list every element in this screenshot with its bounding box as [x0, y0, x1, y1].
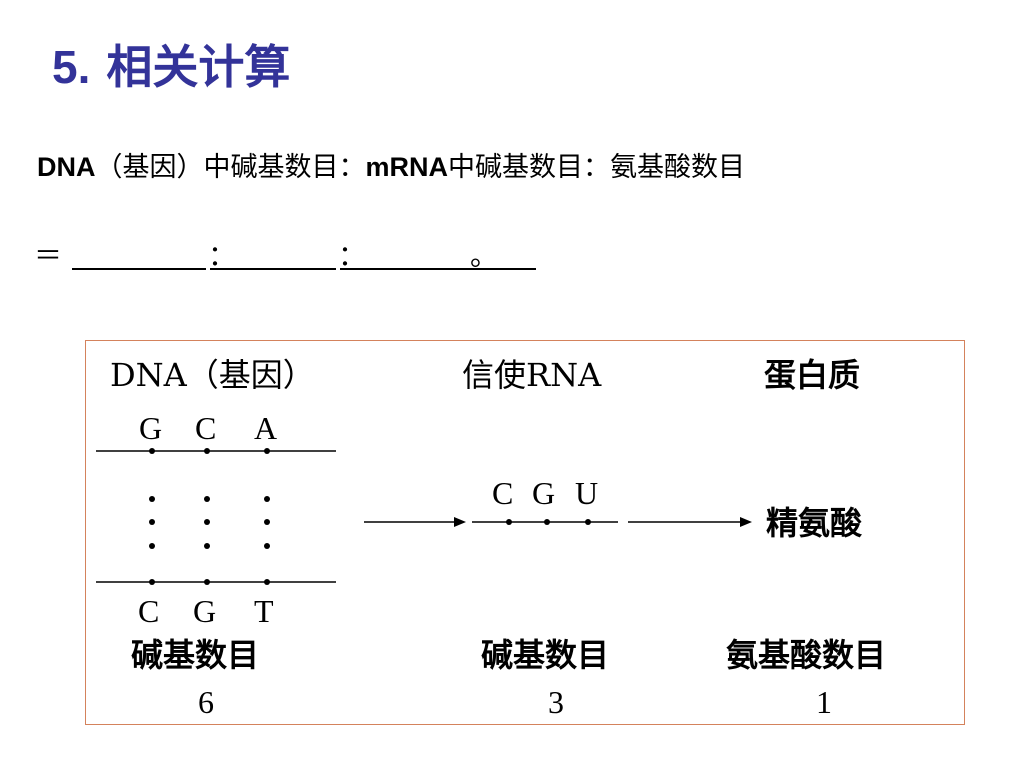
- dna-bottom-base-3: T: [254, 593, 274, 629]
- hydrogen-bond-dots: [149, 496, 270, 549]
- header-protein: 蛋白质: [764, 356, 860, 394]
- equals-sign: ＝: [34, 239, 63, 272]
- dna-top-dot-3: [264, 448, 270, 454]
- statement-dna: DNA: [37, 152, 96, 182]
- answer-blank-2[interactable]: [210, 268, 336, 270]
- answer-blank-3-tail: [500, 268, 536, 270]
- dna-bottom-base-1: C: [138, 593, 159, 629]
- title-number: 5.: [52, 41, 91, 93]
- statement-gene: （基因）中碱基数目：: [95, 152, 366, 183]
- statement-mrna-rest: 中碱基数目：氨基酸数目: [448, 152, 746, 183]
- mrna-count-value: 3: [548, 684, 564, 720]
- arrow-translation-icon: [740, 517, 752, 527]
- answer-blank-3[interactable]: [340, 268, 502, 270]
- dna-bottom-dot-1: [149, 579, 155, 585]
- mrna-base-1: C: [492, 475, 513, 511]
- mrna-base-3: U: [575, 475, 598, 511]
- colon-1: ：: [208, 239, 237, 272]
- figure-canvas: DNA（基因） 信使RNA 蛋白质 G C A C G T C G: [96, 356, 886, 720]
- dna-bottom-dot-3: [264, 579, 270, 585]
- ratio-statement: DNA（基因）中碱基数目：mRNA中碱基数目：氨基酸数目: [37, 150, 745, 185]
- dna-count-value: 6: [198, 684, 214, 720]
- transcription-translation-figure: DNA（基因） 信使RNA 蛋白质 G C A C G T C G: [85, 340, 965, 725]
- mrna-dot-3: [585, 519, 591, 525]
- dna-top-base-2: C: [195, 410, 216, 446]
- header-mrna: 信使RNA: [462, 356, 602, 394]
- dna-top-dot-2: [204, 448, 210, 454]
- dna-top-base-1: G: [139, 410, 162, 446]
- period-mark: 。: [470, 239, 499, 272]
- mrna-dot-2: [544, 519, 550, 525]
- dna-top-base-3: A: [254, 410, 277, 446]
- amino-acid-label: 精氨酸: [766, 504, 863, 542]
- answer-blank-1[interactable]: [72, 268, 206, 270]
- arrow-transcription-icon: [454, 517, 466, 527]
- mrna-count-label: 碱基数目: [481, 636, 609, 674]
- mrna-dot-1: [506, 519, 512, 525]
- aa-count-value: 1: [816, 684, 832, 720]
- header-dna: DNA（基因）: [110, 356, 315, 394]
- colon-2: ：: [338, 239, 367, 272]
- mrna-base-2: G: [532, 475, 555, 511]
- dna-top-dot-1: [149, 448, 155, 454]
- dna-bottom-dot-2: [204, 579, 210, 585]
- dna-bottom-base-2: G: [193, 593, 216, 629]
- page-title: 5. 相关计算: [52, 40, 290, 95]
- title-text: 相关计算: [106, 40, 291, 94]
- dna-count-label: 碱基数目: [131, 636, 259, 674]
- aa-count-label: 氨基酸数目: [726, 636, 886, 674]
- statement-mrna: mRNA: [365, 152, 449, 182]
